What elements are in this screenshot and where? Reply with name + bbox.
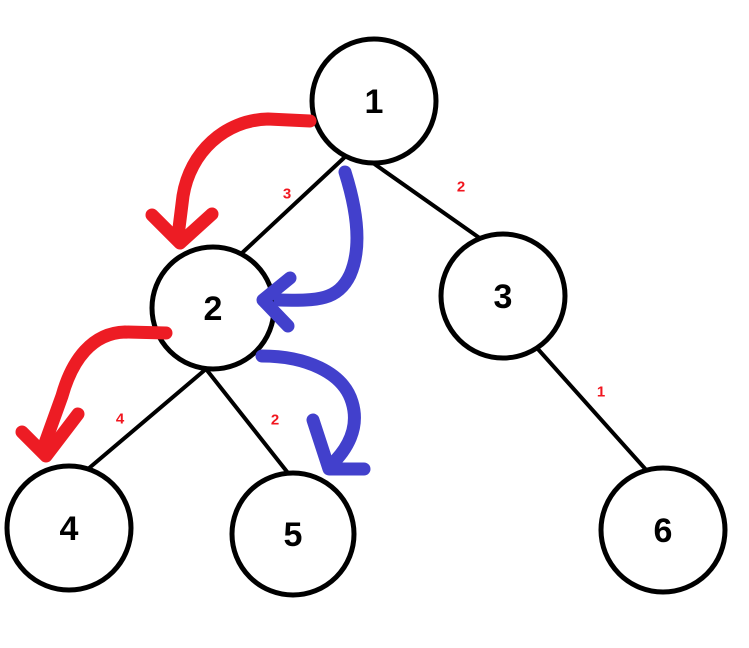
blue-arrow-1-to-2-shaft bbox=[273, 165, 364, 307]
tree-node-6[interactable]: 6 bbox=[598, 465, 728, 595]
edge-weight-n1-n2: 3 bbox=[283, 186, 291, 203]
tree-node-5[interactable]: 5 bbox=[229, 470, 357, 598]
tree-node-3[interactable]: 3 bbox=[438, 231, 568, 361]
node-label-1: 1 bbox=[365, 83, 384, 121]
node-label-6: 6 bbox=[654, 512, 673, 550]
node-circle-3 bbox=[438, 231, 568, 361]
tree-edge-n2-n4 bbox=[86, 367, 208, 471]
blue-arrow-1-to-2-head bbox=[256, 271, 297, 333]
edge-weight-n1-n3: 2 bbox=[457, 179, 465, 196]
red-arrow-2-to-4-shaft bbox=[37, 325, 173, 453]
tree-node-4[interactable]: 4 bbox=[4, 463, 134, 593]
tree-edge-n3-n6 bbox=[535, 346, 650, 474]
handdrawn-annotations-group bbox=[15, 112, 371, 476]
blue-arrow-2-to-5-head bbox=[306, 413, 371, 476]
red-arrow-1-to-2 bbox=[145, 112, 317, 250]
tree-nodes-group: 1 2 3 4 5 6 bbox=[4, 36, 728, 598]
edge-weight-labels-group: 3 2 4 2 1 bbox=[116, 179, 605, 429]
blue-arrow-2-to-5-shaft bbox=[255, 349, 361, 473]
node-circle-6 bbox=[598, 465, 728, 595]
blue-arrow-1-to-2 bbox=[256, 165, 364, 333]
red-arrow-1-to-2-head bbox=[145, 207, 219, 250]
node-circle-5 bbox=[229, 470, 357, 598]
red-arrow-2-to-4 bbox=[15, 325, 173, 463]
tree-node-2[interactable]: 2 bbox=[149, 244, 277, 372]
edge-weight-n2-n5: 2 bbox=[271, 412, 279, 429]
node-label-3: 3 bbox=[494, 278, 513, 316]
red-arrow-1-to-2-shaft bbox=[171, 112, 317, 243]
tree-edge-n2-n5 bbox=[204, 367, 290, 475]
node-circle-1 bbox=[309, 36, 439, 166]
tree-edges-group bbox=[86, 154, 650, 475]
tree-node-1[interactable]: 1 bbox=[309, 36, 439, 166]
node-label-5: 5 bbox=[284, 516, 303, 554]
node-circle-4 bbox=[4, 463, 134, 593]
node-label-4: 4 bbox=[60, 510, 79, 548]
edge-weight-n3-n6: 1 bbox=[597, 384, 605, 401]
blue-arrow-2-to-5 bbox=[255, 349, 371, 476]
edge-weight-n2-n4: 4 bbox=[116, 411, 125, 428]
tree-edge-n1-n2 bbox=[240, 154, 348, 255]
red-arrow-2-to-4-head bbox=[15, 407, 85, 463]
node-label-2: 2 bbox=[204, 290, 223, 328]
tree-edge-n1-n3 bbox=[371, 161, 483, 241]
